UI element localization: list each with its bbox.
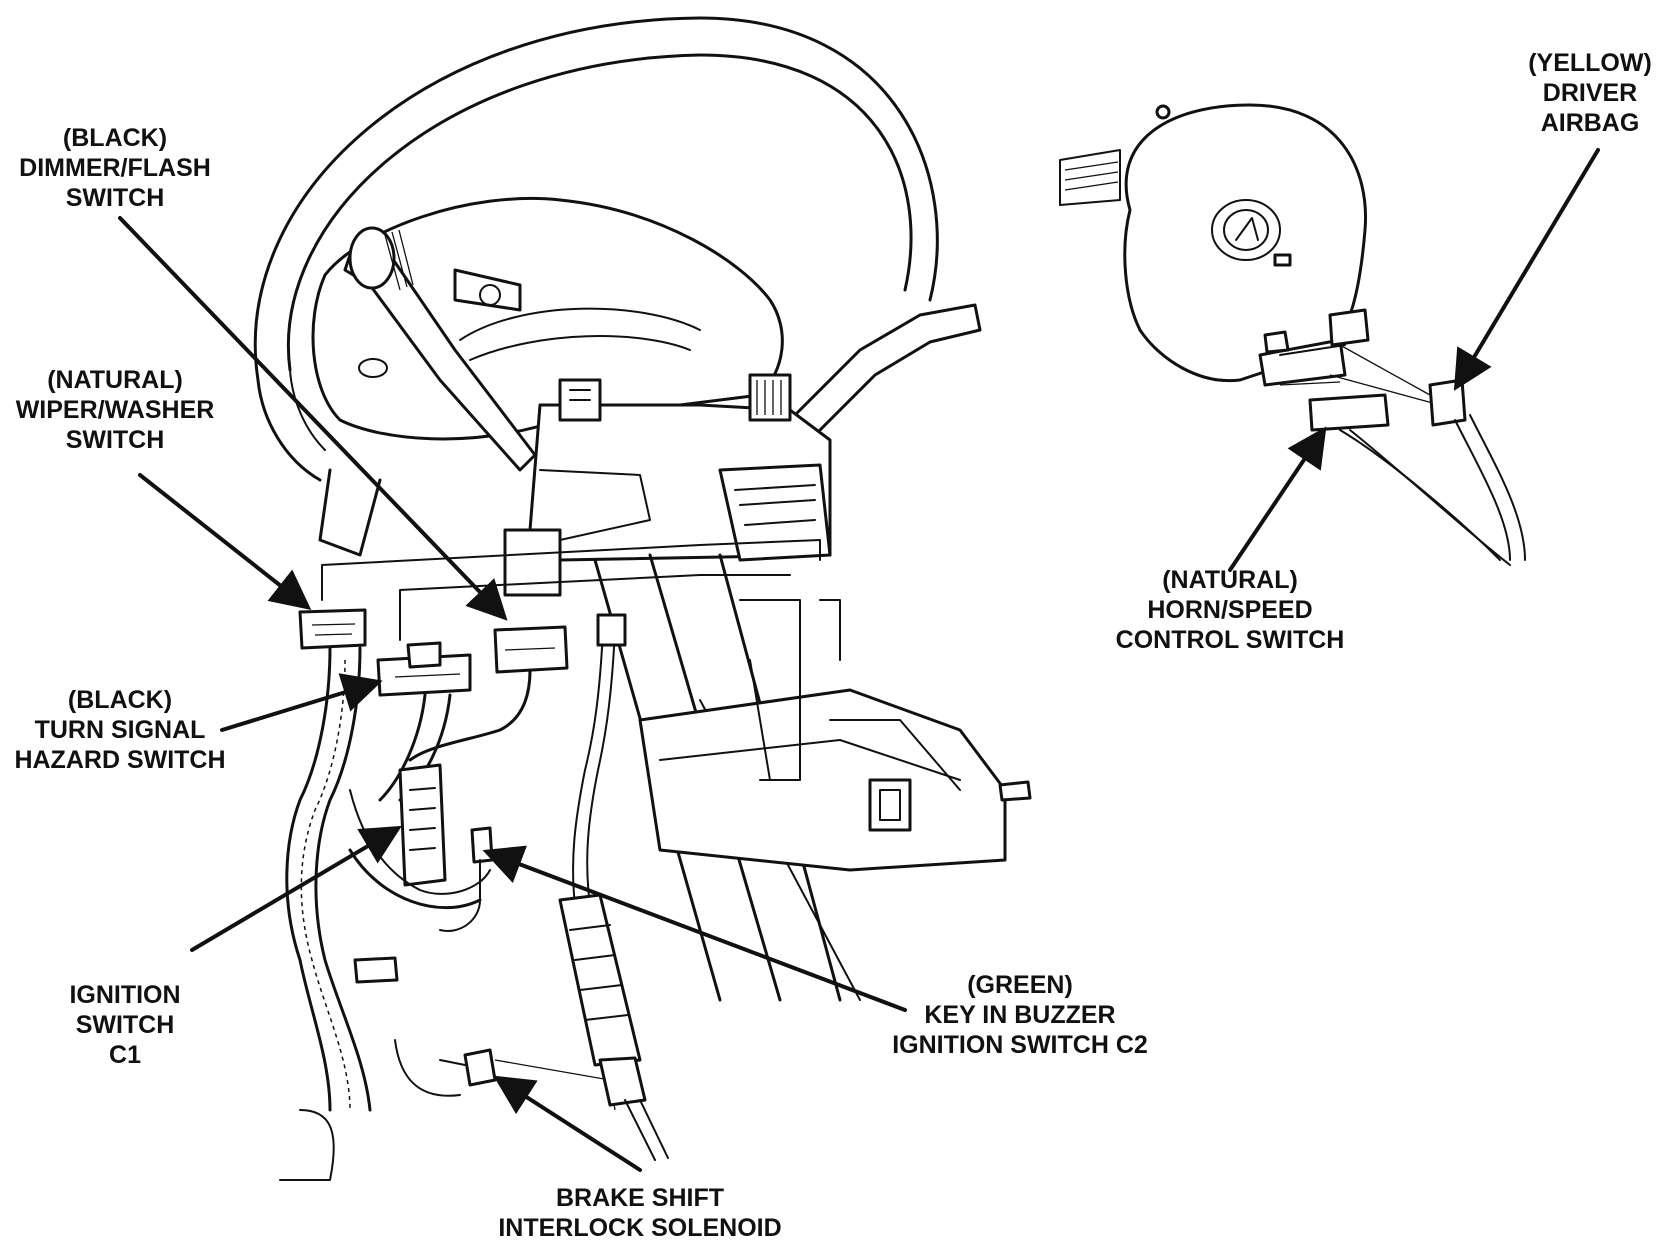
- label-line: (NATURAL): [47, 366, 183, 394]
- turn-signal-connector: [376, 641, 472, 697]
- callout-brake-shift-interlock-solenoid: BRAKE SHIFT INTERLOCK SOLENOID: [480, 1183, 800, 1243]
- label-line: SWITCH: [75, 1011, 175, 1039]
- wiper-washer-connector: [298, 608, 367, 650]
- label-line: BRAKE SHIFT: [555, 1184, 725, 1212]
- label-line: CONTROL SWITCH: [1115, 626, 1345, 654]
- label-line: SWITCH: [65, 184, 165, 212]
- callout-turn-signal-hazard-switch: (BLACK) TURN SIGNAL HAZARD SWITCH: [0, 685, 240, 775]
- steering-wheel: [253, 16, 939, 557]
- label-line: (GREEN): [967, 971, 1073, 999]
- callout-wiper-washer-switch: (NATURAL) WIPER/WASHER SWITCH: [0, 365, 230, 455]
- callout-driver-airbag: (YELLOW) DRIVER AIRBAG: [1515, 48, 1665, 138]
- label-line: DRIVER: [1542, 79, 1638, 107]
- steering-column: [593, 553, 1032, 1002]
- interlock-cable: [558, 613, 669, 1161]
- label-line: (NATURAL): [1162, 566, 1298, 594]
- callout-dimmer-flash-switch: (BLACK) DIMMER/FLASH SWITCH: [0, 123, 230, 213]
- label-line: SWITCH: [65, 426, 165, 454]
- wiring-harness: [279, 646, 616, 1181]
- dimmer-stalk: [343, 226, 537, 472]
- label-line: IGNITION SWITCH C2: [892, 1031, 1148, 1059]
- label-line: KEY IN BUZZER: [924, 1001, 1116, 1029]
- label-line: HORN/SPEED: [1147, 596, 1313, 624]
- label-line: AIRBAG: [1540, 109, 1640, 137]
- callout-horn-speed-control-switch: (NATURAL) HORN/SPEED CONTROL SWITCH: [1095, 565, 1365, 655]
- label-line: WIPER/WASHER: [15, 396, 215, 424]
- label-line: (BLACK): [67, 686, 173, 714]
- label-line: IGNITION: [69, 981, 181, 1009]
- label-line: INTERLOCK SOLENOID: [498, 1214, 782, 1242]
- label-line: (BLACK): [62, 124, 168, 152]
- leader-lines: [118, 148, 1600, 1172]
- switch-housing: [321, 373, 832, 641]
- clockspring: [1059, 103, 1526, 566]
- callout-key-in-buzzer-ignition-switch-c2: (GREEN) KEY IN BUZZER IGNITION SWITCH C2: [870, 970, 1170, 1060]
- label-line: DIMMER/FLASH: [19, 154, 211, 182]
- dimmer-flash-connector: [493, 625, 569, 674]
- label-line: HAZARD SWITCH: [14, 746, 226, 774]
- label-line: C1: [109, 1041, 141, 1069]
- callout-ignition-switch-c1: IGNITION SWITCH C1: [45, 980, 205, 1070]
- label-line: TURN SIGNAL: [34, 716, 206, 744]
- label-line: (YELLOW): [1528, 49, 1652, 77]
- wiper-stalk: [788, 303, 982, 442]
